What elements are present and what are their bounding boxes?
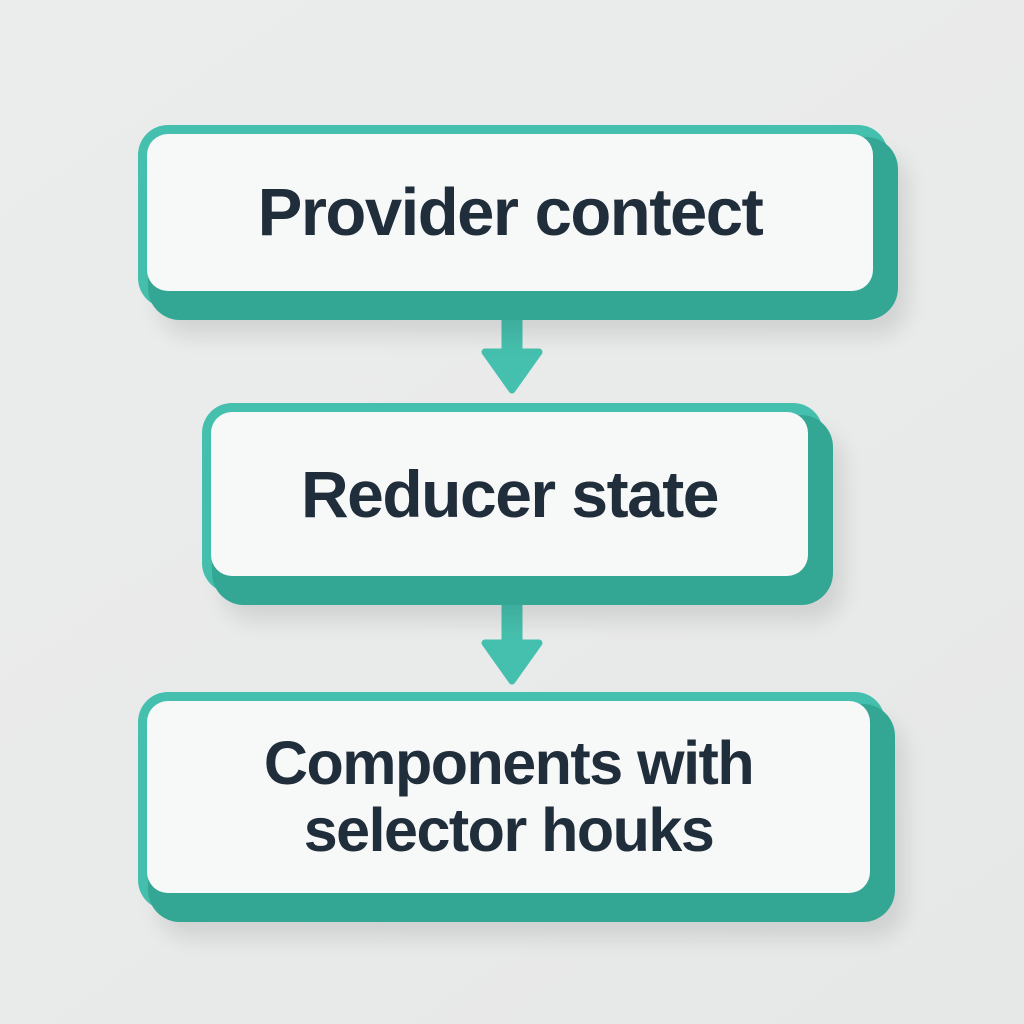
flow-node-inner: Components with selector houks — [147, 701, 870, 893]
flow-node-inner: Reducer state — [211, 412, 808, 576]
flow-node-label: Reducer state — [300, 456, 720, 531]
flow-node-label: Provider contect — [257, 174, 764, 250]
flow-node-components-selector-hooks: Components with selector houks — [138, 692, 885, 910]
flow-node-label: Components with selector houks — [263, 728, 755, 864]
flow-node-provider-context: Provider contect — [138, 125, 888, 308]
flow-node-inner: Provider contect — [147, 134, 873, 291]
flow-node-reducer-state: Reducer state — [202, 403, 823, 593]
